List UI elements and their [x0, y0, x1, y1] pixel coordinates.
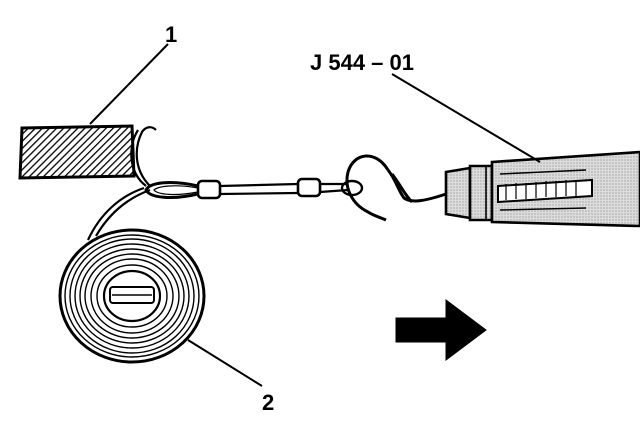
callout-2-leader — [187, 339, 263, 387]
callout-1-label: 1 — [165, 22, 177, 47]
tool-body — [444, 150, 640, 228]
anchor-block — [18, 124, 136, 180]
cable-wire — [219, 182, 349, 196]
wound-spring-coil — [58, 228, 206, 364]
tool-hook — [345, 154, 447, 222]
arrow-right-icon — [395, 299, 487, 361]
tool-id-label: J 544 – 01 — [310, 50, 414, 75]
callout-2-label: 2 — [262, 390, 274, 415]
spring-end-hook — [87, 126, 157, 241]
cable-end-loop — [340, 179, 364, 197]
cable-loop — [144, 181, 199, 199]
cable-ferrule-left — [196, 179, 222, 200]
callout-1-leader — [89, 43, 169, 125]
tool-id-leader — [391, 73, 541, 163]
cable-ferrule-right — [296, 177, 322, 198]
